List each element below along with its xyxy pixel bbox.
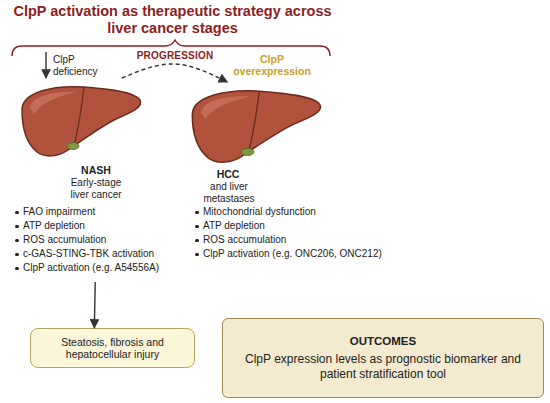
- bullet-item: c-GAS-STING-TBK activation: [14, 248, 154, 260]
- liver-highlight: [30, 92, 76, 114]
- liver-stage-group: NASHEarly-stage liver cancerFAO impairme…: [8, 78, 186, 282]
- box-text: Steatosis, fibrosis and hepatocellular i…: [41, 336, 184, 361]
- stage-subtitle: Early-stage liver cancer: [61, 177, 131, 200]
- dashed-progression-arrow: [122, 64, 228, 82]
- gallbladder: [241, 148, 254, 155]
- liver-shape: [192, 91, 320, 162]
- gallbladder: [67, 143, 79, 150]
- bullet-item: ATP depletion: [14, 220, 85, 232]
- bullet-item: FAO impairment: [14, 206, 95, 218]
- box-text: ClpP expression levels as prognostic bio…: [233, 352, 533, 382]
- box-heading: OUTCOMES: [350, 335, 416, 347]
- bullet-item: ROS accumulation: [194, 234, 286, 246]
- stage-heading: HCC: [198, 168, 258, 180]
- diagram-title: ClpP activation as therapeutic strategy …: [0, 3, 345, 37]
- bullet-item: ROS accumulation: [14, 234, 106, 246]
- bullet-item: ClpP activation (e.g. ONC206, ONC212): [194, 248, 382, 260]
- stage-subtitle: and liver metastases: [193, 181, 265, 204]
- bullet-item: Mitochondrial dysfunction: [194, 206, 316, 218]
- bullet-item: ClpP activation (e.g. A54556A): [14, 262, 159, 274]
- outcome-box: Steatosis, fibrosis and hepatocellular i…: [30, 328, 195, 368]
- text-label: ClpP deficiency: [53, 54, 115, 78]
- liver-shape: [22, 87, 141, 156]
- bullet-item: ATP depletion: [194, 220, 265, 232]
- stage-heading: NASH: [61, 164, 131, 176]
- deficiency-arrow: [45, 52, 46, 78]
- liver-highlight: [201, 96, 251, 119]
- liver-stage-group: HCCand liver metastasesMitochondrial dys…: [188, 82, 420, 268]
- liver-illustration: [192, 91, 320, 162]
- connector-arrow: [94, 282, 96, 328]
- liver-ligament: [250, 91, 260, 148]
- text-label: ClpP overexpression: [226, 53, 318, 77]
- text-label: PROGRESSION: [125, 50, 225, 61]
- liver-ligament: [75, 87, 84, 142]
- liver-illustration: [22, 87, 141, 156]
- outcome-box: OUTCOMES ClpP expression levels as progno…: [222, 318, 544, 398]
